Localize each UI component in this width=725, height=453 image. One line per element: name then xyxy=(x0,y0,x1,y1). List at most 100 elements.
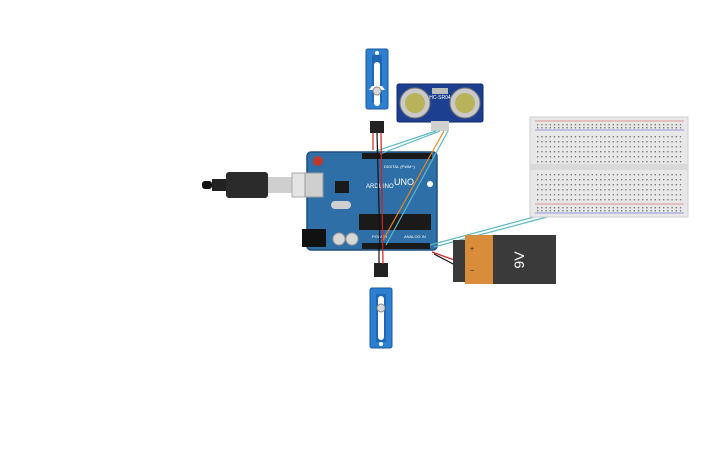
servo-bottom-connector[interactable] xyxy=(374,263,388,277)
breadboard-hole xyxy=(658,136,661,138)
breadboard-hole xyxy=(562,199,564,201)
breadboard-hole xyxy=(650,174,652,176)
breadboard-hole xyxy=(637,141,640,143)
breadboard-hole xyxy=(633,189,635,191)
breadboard-hole xyxy=(663,207,665,209)
breadboard-hole xyxy=(654,184,656,186)
breadboard-hole xyxy=(616,127,619,129)
breadboard-hole xyxy=(629,161,631,163)
breadboard-hole xyxy=(600,199,602,201)
breadboard-hole xyxy=(637,127,640,129)
breadboard-hole xyxy=(646,199,648,201)
breadboard-hole xyxy=(629,127,631,129)
breadboard-hole xyxy=(671,194,673,196)
breadboard-hole xyxy=(650,184,652,186)
breadboard-hole xyxy=(549,194,551,196)
breadboard-hole xyxy=(537,194,539,196)
servo-top-connector[interactable] xyxy=(370,121,384,133)
breadboard-hole xyxy=(629,184,631,186)
breadboard-hole xyxy=(658,127,661,129)
breadboard-hole xyxy=(621,161,623,163)
breadboard-hole xyxy=(650,146,652,148)
breadboard-hole xyxy=(658,184,661,186)
breadboard-hole xyxy=(537,156,539,158)
breadboard-hole xyxy=(646,179,648,181)
breadboard-hole xyxy=(625,151,627,153)
breadboard-hole xyxy=(646,207,648,209)
breadboard-hole xyxy=(570,151,572,153)
breadboard-hole xyxy=(570,141,572,143)
breadboard-hole xyxy=(583,189,585,191)
power-jack[interactable] xyxy=(302,229,326,247)
atmega-chip xyxy=(359,214,431,230)
breadboard-hole xyxy=(658,210,661,212)
breadboard-hole xyxy=(679,127,682,129)
arduino-model: UNO xyxy=(394,177,414,187)
breadboard-hole xyxy=(663,151,665,153)
breadboard-hole xyxy=(675,210,677,212)
breadboard-hole xyxy=(629,207,631,209)
breadboard-hole xyxy=(629,210,631,212)
breadboard-hole xyxy=(549,184,551,186)
breadboard-hole xyxy=(667,194,669,196)
servo-bottom[interactable] xyxy=(369,263,393,349)
breadboard-hole xyxy=(637,179,640,181)
breadboard-hole xyxy=(671,127,673,129)
servo-top[interactable] xyxy=(365,48,389,133)
breadboard-hole xyxy=(667,151,669,153)
breadboard-hole xyxy=(595,156,598,158)
breadboard-hole xyxy=(600,189,602,191)
breadboard-hole xyxy=(608,189,610,191)
breadboard-hole xyxy=(650,199,652,201)
breadboard-hole xyxy=(679,184,682,186)
breadboard-hole xyxy=(646,189,648,191)
breadboard-hole xyxy=(637,174,640,176)
breadboard-hole xyxy=(608,174,610,176)
breadboard-hole xyxy=(650,194,652,196)
breadboard-hole xyxy=(658,194,661,196)
breadboard-hole xyxy=(566,127,568,129)
breadboard-hole xyxy=(633,141,635,143)
breadboard-hole xyxy=(650,210,652,212)
breadboard-hole xyxy=(583,161,585,163)
breadboard-hole xyxy=(566,146,568,148)
breadboard-hole xyxy=(663,127,665,129)
breadboard-hole xyxy=(625,127,627,129)
breadboard-hole xyxy=(608,207,610,209)
breadboard-hole xyxy=(541,199,543,201)
breadboard-hole xyxy=(616,141,619,143)
breadboard-hole xyxy=(667,174,669,176)
breadboard-hole xyxy=(625,174,627,176)
breadboard-hole xyxy=(562,141,564,143)
analog-header[interactable] xyxy=(362,243,430,249)
breadboard-icon[interactable] xyxy=(529,116,689,218)
ultrasonic-sensor-icon[interactable]: HC-SR04 xyxy=(396,83,484,131)
breadboard-hole xyxy=(675,136,677,138)
breadboard-hole xyxy=(574,127,577,129)
breadboard-hole xyxy=(558,127,560,129)
digital-header[interactable] xyxy=(362,153,432,159)
breadboard-hole xyxy=(537,124,539,126)
breadboard-hole xyxy=(658,141,661,143)
reset-button[interactable] xyxy=(313,156,323,166)
breadboard-hole xyxy=(642,189,644,191)
breadboard-hole xyxy=(604,189,606,191)
breadboard-hole xyxy=(642,136,644,138)
breadboard-hole xyxy=(608,199,610,201)
breadboard-hole xyxy=(621,136,623,138)
breadboard-hole xyxy=(600,136,602,138)
breadboard-hole xyxy=(633,161,635,163)
battery-icon[interactable]: + − 9V xyxy=(453,235,556,284)
breadboard-hole xyxy=(658,156,661,158)
arduino-board[interactable]: ARDUINO UNO DIGITAL (PWM~) ANALOG IN POW… xyxy=(302,151,438,251)
breadboard-hole xyxy=(600,210,602,212)
breadboard-hole xyxy=(629,146,631,148)
breadboard-hole xyxy=(633,179,635,181)
breadboard-hole xyxy=(625,210,627,212)
usb-cable-icon[interactable] xyxy=(202,172,323,198)
breadboard-hole xyxy=(583,174,585,176)
breadboard-hole xyxy=(637,124,640,126)
digital-label: DIGITAL (PWM~) xyxy=(384,164,416,169)
breadboard-hole xyxy=(608,210,610,212)
breadboard-hole xyxy=(591,136,593,138)
